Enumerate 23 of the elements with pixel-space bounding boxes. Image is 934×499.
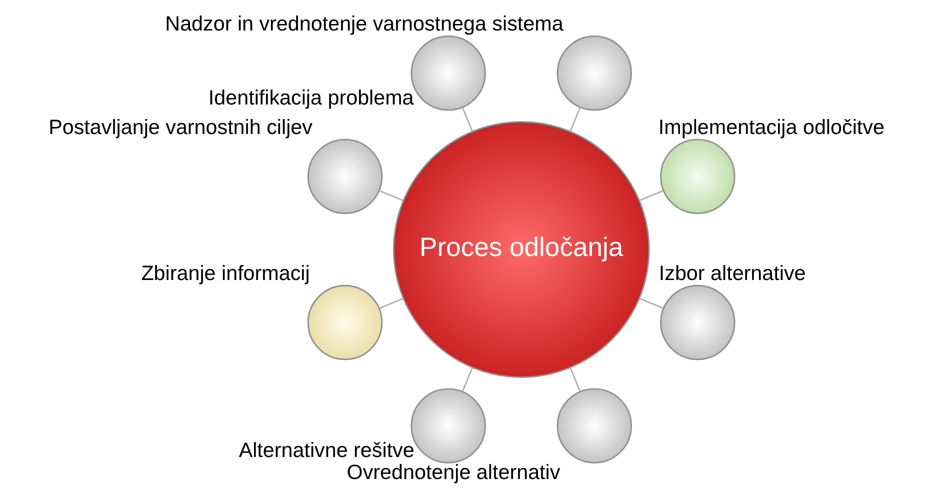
connector <box>638 190 664 202</box>
node-circle <box>306 284 382 360</box>
node-label: Ovrednotenje alternativ <box>346 461 560 484</box>
node-circle <box>306 138 382 214</box>
connector <box>461 367 473 392</box>
connector <box>461 107 473 132</box>
connector <box>569 107 580 132</box>
node-label: Implementacija odločitve <box>658 116 884 139</box>
node-label: Identifikacija problema <box>208 86 414 110</box>
node-circle <box>660 284 735 360</box>
node-circle <box>660 138 735 214</box>
connector <box>378 298 404 310</box>
connector <box>378 190 404 202</box>
connector <box>569 367 580 392</box>
node-label: Alternativne rešitve <box>238 439 414 462</box>
node-label: Izbor alternative <box>658 262 806 286</box>
node-label: Nadzor in vrednotenje varnostnega sistema <box>164 12 563 36</box>
node-label: Zbiranje informacij <box>140 262 310 286</box>
node-circle <box>556 36 632 111</box>
connector <box>638 298 664 310</box>
node-label: Postavljanje varnostnih ciljev <box>48 116 312 139</box>
node-circle: Proces odločanja <box>392 121 650 378</box>
node-circle <box>556 388 632 464</box>
